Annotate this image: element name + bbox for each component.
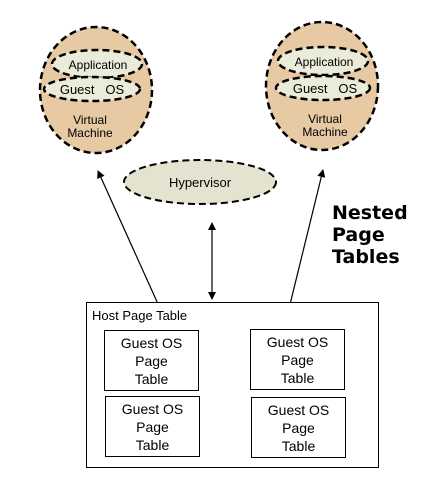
- gpt-line-2: Page: [135, 352, 168, 369]
- gpt-line-1: Guest OS: [267, 401, 330, 418]
- vm-left-guest-os-label: Guest OS: [59, 82, 125, 97]
- hypervisor-label: Hypervisor: [168, 175, 232, 190]
- gpt-line-3: Table: [280, 369, 315, 386]
- vm-right-machine-label: Machine: [302, 125, 348, 139]
- gpt-line-3: Table: [134, 370, 169, 387]
- title-line-3: Tables: [332, 246, 400, 268]
- guest-os-page-table-top-right: Guest OS Page Table: [250, 329, 345, 390]
- guest-os-page-table-top-left: Guest OS Page Table: [104, 330, 199, 391]
- vm-left-guest-os-oval: [42, 75, 142, 103]
- diagram-title: Nested Page Tables: [332, 202, 408, 268]
- vm-right-application-label: Application: [294, 55, 354, 69]
- vm-right-guest-os-label: Guest OS: [292, 81, 358, 96]
- vm-left-virtual-label: Virtual: [73, 113, 107, 127]
- gpt-line-2: Page: [136, 418, 169, 435]
- gpt-line-1: Guest OS: [266, 333, 329, 350]
- vm-right: [264, 20, 380, 152]
- vm-right-guest-os-oval: [274, 74, 372, 102]
- gpt-line-2: Page: [281, 351, 314, 368]
- gpt-line-3: Table: [281, 437, 316, 454]
- title-line-2: Page: [332, 224, 385, 246]
- gpt-line-2: Page: [282, 419, 315, 436]
- vm-left-machine-label: Machine: [67, 126, 113, 140]
- vm-left-application-label: Application: [68, 58, 128, 72]
- guest-os-page-table-bottom-right: Guest OS Page Table: [251, 397, 346, 458]
- gpt-line-3: Table: [135, 436, 170, 453]
- vm-left: [38, 25, 154, 155]
- vm-right-application-oval: [276, 45, 370, 77]
- gpt-line-1: Guest OS: [121, 400, 184, 417]
- title-line-1: Nested: [332, 202, 408, 224]
- gpt-line-1: Guest OS: [120, 334, 183, 351]
- host-page-table-label: Host Page Table: [92, 308, 188, 323]
- guest-os-page-table-bottom-left: Guest OS Page Table: [105, 396, 200, 457]
- vm-right-virtual-label: Virtual: [308, 112, 342, 126]
